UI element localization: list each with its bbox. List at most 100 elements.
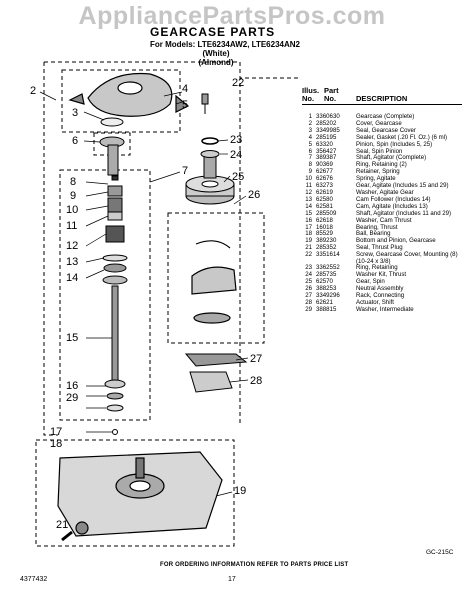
row-part-number: 62581 (316, 202, 333, 210)
row-illus-number: 21 (305, 244, 312, 252)
row-illus-number: 4 (308, 133, 312, 141)
row-illus-number: 23 (305, 264, 312, 272)
ordering-note: FOR ORDERING INFORMATION REFER TO PARTS … (160, 562, 349, 568)
callout-24: 24 (230, 149, 242, 161)
row-part-number: 62621 (316, 298, 333, 306)
row-description: Seal, Gearcase Cover (356, 126, 416, 134)
row-part-number: 389230 (316, 237, 337, 245)
row-illus-number: 29 (305, 305, 312, 313)
header-description: DESCRIPTION (356, 94, 408, 103)
models-line: For Models: LTE6234AW2, LTE6234AN2 (150, 40, 300, 49)
row-part-number: 62677 (316, 168, 333, 176)
row-illus-number: 19 (305, 237, 312, 245)
row-description: Washer, Agitate Gear (356, 188, 414, 196)
row-part-number: 3349985 (316, 126, 340, 134)
row-part-number: 62570 (316, 278, 333, 286)
row-part-number: 3360630 (316, 113, 340, 120)
row-illus-number: 18 (305, 230, 312, 238)
callout-17: 17 (50, 426, 62, 438)
row-description: Bearing, Thrust (356, 223, 398, 231)
row-part-number: 285202 (316, 119, 337, 127)
callout-28: 28 (250, 375, 262, 387)
header-illus: Illus. (302, 86, 320, 95)
callout-29: 29 (66, 392, 78, 404)
row-description: Actuator, Shift (356, 298, 394, 306)
row-part-number: 63273 (316, 182, 333, 190)
table-row: 3 3349985 Seal, Gearcase Cover (302, 126, 464, 134)
variant-white: (White) (202, 49, 230, 58)
row-part-number: 388815 (316, 305, 337, 313)
callout-7: 7 (182, 165, 188, 177)
callout-12: 12 (66, 240, 78, 252)
header-no-2: No. (324, 94, 337, 103)
row-description: Sealer, Gasket (.20 Fl. Oz.) (6 ml) (356, 133, 448, 141)
row-part-number: 285195 (316, 133, 337, 141)
row-description: Shaft, Agitator (Includes 11 and 29) (356, 209, 452, 217)
row-part-number: 62676 (316, 175, 333, 183)
row-description: Cam Follower (Includes 14) (356, 195, 431, 203)
document-number: 4377432 (20, 576, 48, 583)
row-description: Washer, Intermediate (356, 305, 414, 313)
row-part-number: 3351614 (316, 251, 340, 259)
table-row: 9 62677 Retainer, Spring (302, 168, 464, 176)
callout-11: 11 (66, 220, 77, 232)
row-part-number: 62618 (316, 216, 333, 224)
row-description: Gear, Spin (356, 278, 385, 286)
row-illus-number: 8 (308, 161, 312, 169)
row-description: Screw, Gearcase Cover, Mounting (8) (10-… (356, 251, 458, 265)
callout-14: 14 (66, 272, 78, 284)
callout-13: 13 (66, 256, 78, 268)
header-part: Part (324, 86, 339, 95)
table-row: 28 62621 Actuator, Shift (302, 298, 464, 306)
callout-19: 19 (234, 485, 246, 497)
row-part-number: 285352 (316, 244, 337, 252)
callout-8: 8 (70, 176, 76, 188)
row-illus-number: 22 (305, 251, 312, 259)
row-illus-number: 13 (305, 195, 312, 203)
table-row: 29 388815 Washer, Intermediate (302, 305, 464, 313)
row-description: Pinion, Spin (Includes 5, 25) (356, 140, 433, 148)
row-part-number: 62580 (316, 195, 333, 203)
row-illus-number: 28 (305, 298, 312, 306)
row-description: Gearcase (Complete) (356, 113, 415, 120)
row-description: Ring, Retaining (2) (356, 161, 407, 169)
callout-15: 15 (66, 332, 78, 344)
row-part-number: 285735 (316, 271, 337, 279)
row-illus-number: 24 (305, 271, 312, 279)
table-row: 10 62676 Spring, Agitate (302, 175, 464, 183)
callout-9: 9 (70, 190, 76, 202)
row-illus-number: 10 (305, 175, 312, 183)
row-illus-number: 3 (308, 126, 312, 134)
row-illus-number: 9 (308, 168, 312, 176)
row-description: Gear, Agitate (Includes 15 and 29) (356, 182, 449, 190)
row-part-number: 85529 (316, 230, 333, 238)
callout-21: 21 (56, 519, 68, 531)
row-description: Spring, Agitate (356, 175, 396, 183)
row-description: Rack, Connecting (356, 292, 405, 300)
watermark-text: AppliancePartsPros.com (78, 2, 386, 30)
callout-6: 6 (72, 135, 78, 147)
row-description: Neutral Assembly (356, 285, 404, 293)
page-title: GEARCASE PARTS (150, 25, 276, 39)
row-description: Retainer, Spring (356, 168, 400, 176)
row-description: Shaft, Agitator (Complete) (356, 154, 427, 162)
row-illus-number: 16 (305, 216, 312, 224)
page-number: 17 (228, 576, 236, 583)
callout-23: 23 (230, 134, 242, 146)
row-part-number: 388253 (316, 285, 337, 293)
row-part-number: 90369 (316, 161, 333, 169)
table-row: 4 285195 Sealer, Gasket (.20 Fl. Oz.) (6 m… (302, 133, 464, 141)
